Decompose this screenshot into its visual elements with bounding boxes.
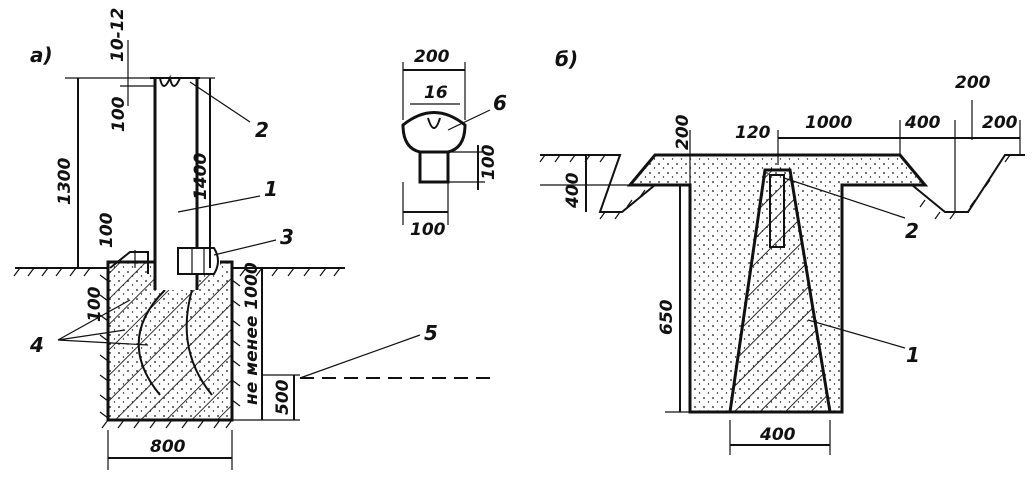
callout-4-a: 4 <box>29 333 44 357</box>
dim-lines-a <box>65 40 300 470</box>
section-width: 200 <box>414 47 450 67</box>
dim-upper-height: 1400 <box>191 153 211 200</box>
ground-line-a <box>13 267 345 277</box>
dim-b-base: 400 <box>759 425 796 445</box>
dim-cap-height: 100 <box>109 96 129 132</box>
section-base: 100 <box>410 220 446 240</box>
callout-3-a: 3 <box>280 225 294 249</box>
dim-lines-b <box>540 100 1021 455</box>
dim-b-side: 400 <box>904 113 941 133</box>
dim-bottom: 500 <box>273 379 293 415</box>
dim-top-gap: 10-12 <box>108 8 128 62</box>
dim-side: 100 <box>85 286 105 322</box>
dim-b-edge: 200 <box>982 113 1018 133</box>
callout-1-a: 1 <box>264 177 278 201</box>
callout-2-b: 2 <box>905 219 919 243</box>
view-b-label: б) <box>555 47 578 71</box>
dim-b-top-depth: 400 <box>563 172 583 209</box>
dim-b-wall: 200 <box>673 114 693 150</box>
dim-b-flange: 200 <box>955 73 991 93</box>
concrete-slab-b <box>626 153 929 414</box>
dim-depth: не менее 1000 <box>242 262 262 405</box>
callout-2-a: 2 <box>255 118 269 142</box>
callout-5-a: 5 <box>424 321 438 345</box>
view-a: а) <box>13 8 490 470</box>
dim-width: 800 <box>150 437 186 457</box>
view-a-label: а) <box>30 43 53 67</box>
dim-total-height: 1300 <box>55 158 75 205</box>
callout-6: 6 <box>493 91 507 115</box>
callout-1-b: 1 <box>906 343 920 367</box>
section-hole: 16 <box>424 83 448 103</box>
section-detail: 200 16 100 100 6 <box>401 47 507 240</box>
dim-b-slot: 120 <box>735 123 771 143</box>
dim-b-depth: 650 <box>657 299 677 335</box>
dim-b-span: 1000 <box>805 113 852 133</box>
post-a <box>109 74 220 290</box>
section-height: 100 <box>479 144 499 180</box>
view-b: б) <box>539 47 1025 455</box>
dim-collar: 100 <box>97 212 117 248</box>
